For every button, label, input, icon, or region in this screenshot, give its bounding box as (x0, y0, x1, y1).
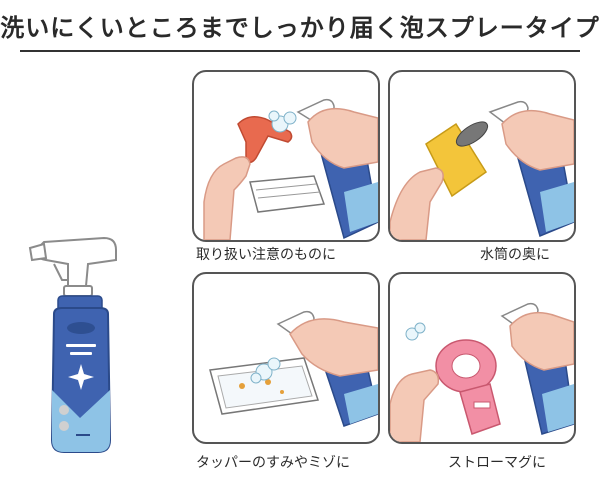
usage-panel-mug (388, 272, 576, 444)
headline-underline (20, 50, 580, 52)
hand-left (390, 369, 440, 442)
foam-puff (250, 357, 281, 384)
spray-in-hand (500, 302, 574, 435)
spray-bottle-illustration (24, 230, 144, 460)
water-bottle-icon (425, 121, 489, 198)
page-headline: 洗いにくいところまでしっかり届く泡スプレータイプ (0, 14, 600, 42)
spray-in-hand (488, 100, 574, 238)
panel-caption-mug: ストローマグに (448, 455, 546, 471)
spray-in-hand (296, 98, 378, 240)
panel-caption-container: タッパーのすみやミゾに (196, 455, 350, 471)
spray-in-hand (276, 310, 378, 427)
panel-caption-blade: 取り扱い注意のものに (196, 247, 336, 263)
hand-left (203, 156, 251, 240)
usage-panel-bottle (388, 70, 576, 242)
usage-panel-blade (192, 70, 380, 242)
hand-left (390, 167, 444, 240)
foam-puff (268, 110, 297, 133)
drying-rack (249, 175, 326, 213)
food-container-icon (209, 357, 319, 415)
panel-caption-bottle: 水筒の奥に (480, 247, 550, 263)
usage-panel-container (192, 272, 380, 444)
foam-puff (405, 322, 426, 341)
straw-mug-icon (435, 339, 501, 435)
